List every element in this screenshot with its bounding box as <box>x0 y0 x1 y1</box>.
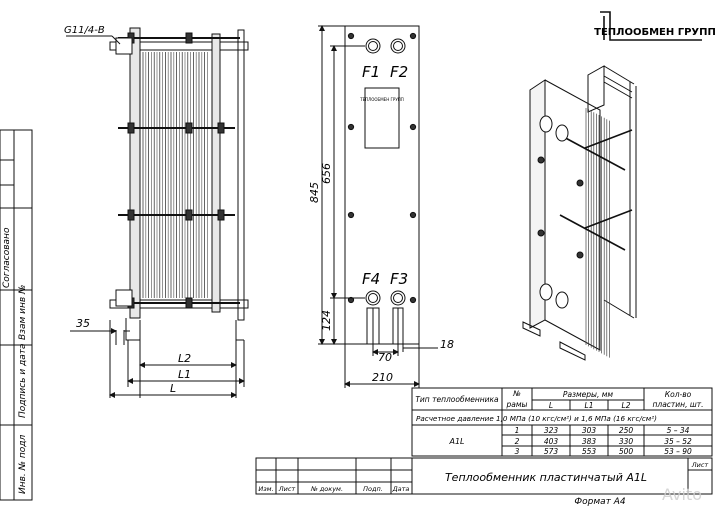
table-cell-plates: 35 – 52 <box>664 437 692 446</box>
table-header-type: Тип теплообменника <box>415 395 499 404</box>
table-cell-frame: 2 <box>515 437 520 446</box>
table-cell-L: 573 <box>544 447 559 456</box>
title-block-col-izm: Изм. <box>258 485 273 493</box>
isometric-view <box>522 65 637 361</box>
title-block-col-sign: Подп. <box>363 485 383 493</box>
dim-210: 210 <box>372 371 393 384</box>
thread-label: G11/4-B <box>64 25 105 36</box>
brand-logo <box>600 11 702 41</box>
table-cell-plates: 53 – 90 <box>664 447 692 456</box>
stamp-label-inv-orig: Инв. № подл <box>18 435 28 494</box>
table-header-L: L <box>549 401 553 410</box>
table-header-L2: L2 <box>622 401 631 410</box>
dim-L: L <box>170 382 176 395</box>
dim-845: 845 <box>308 182 321 203</box>
table-header-count-1: Кол-во <box>665 390 692 399</box>
table-header-frame-1: № <box>512 389 521 398</box>
table-cell-L1: 303 <box>582 426 597 435</box>
port-label-F2: F2 <box>390 63 408 81</box>
format-label: Формат А4 <box>574 497 626 507</box>
title-block-col-list: Лист <box>278 485 296 493</box>
title-block-sheet-label: Лист <box>691 461 709 469</box>
table-cell-L2: 500 <box>619 447 634 456</box>
dim-L2: L2 <box>178 352 191 365</box>
table-header-frame-2: рамы <box>506 400 528 409</box>
table-cell-frame: 1 <box>515 426 520 435</box>
port-label-F4: F4 <box>362 270 380 288</box>
dim-35: 35 <box>76 317 90 330</box>
table-cell-L: 403 <box>544 437 559 446</box>
table-header-count-2: пластин, шт. <box>653 400 704 409</box>
side-view <box>66 27 249 398</box>
dim-70: 70 <box>378 351 392 364</box>
stamp-label-replace-inv: Взам инв № <box>18 285 28 340</box>
table-pressure-note: Расчетное давление 1,0 МПа (10 кгс/см²) … <box>416 414 657 423</box>
stamp-label-sign-date: Подпись и дата <box>18 343 28 418</box>
side-stamp <box>0 129 33 501</box>
port-label-F1: F1 <box>362 63 380 81</box>
watermark: Avito <box>662 485 702 504</box>
title-block-col-date: Дата <box>392 485 410 493</box>
table-type-A1L: A1L <box>448 437 464 446</box>
spec-rows: 1 323 303 250 5 – 34 2 403 383 330 35 – 52 3 573 553… <box>515 426 692 456</box>
stamp-label-agreed: Согласовано <box>2 227 12 288</box>
table-cell-L: 323 <box>544 426 559 435</box>
table-cell-L1: 383 <box>582 437 597 446</box>
drawing-title: Теплообменник пластинчатый A1L <box>445 471 647 484</box>
dim-656: 656 <box>320 163 333 184</box>
dim-L1: L1 <box>178 368 191 381</box>
table-cell-plates: 5 – 34 <box>667 426 690 435</box>
front-view <box>318 25 438 388</box>
port-label-F3: F3 <box>390 270 408 288</box>
title-block <box>255 457 713 495</box>
table-header-sizes: Размеры, мм <box>563 390 613 399</box>
dim-18: 18 <box>440 338 454 351</box>
brand-logo-text: ТЕПЛООБМЕН ГРУПП <box>594 27 716 38</box>
table-cell-L1: 553 <box>582 447 597 456</box>
table-cell-L2: 250 <box>619 426 634 435</box>
title-block-col-doc: № докум. <box>310 485 343 493</box>
table-cell-frame: 3 <box>515 447 520 456</box>
table-header-L1: L1 <box>585 401 594 410</box>
table-cell-L2: 330 <box>619 437 634 446</box>
nameplate-text: ТЕПЛООБМЕН ГРУПП <box>359 97 404 102</box>
spec-table <box>411 387 713 457</box>
dim-124: 124 <box>320 310 333 331</box>
